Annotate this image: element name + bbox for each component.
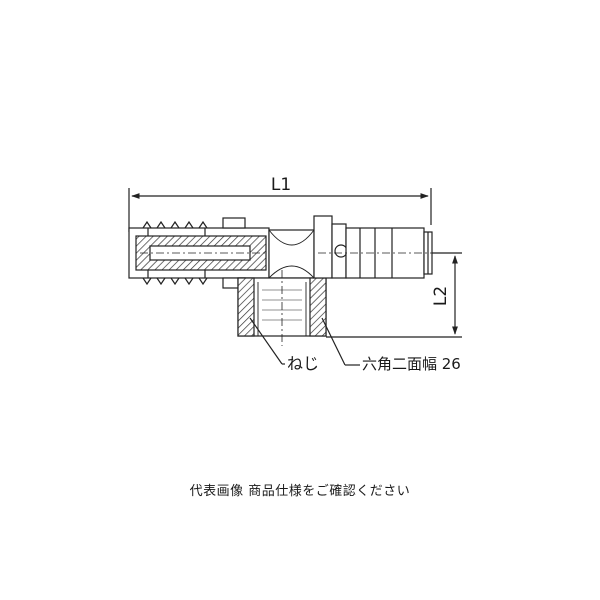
l1-dimension — [128, 188, 432, 232]
dim-l2-label: L2 — [431, 286, 451, 306]
right-socket-connector — [313, 215, 433, 279]
tee-body — [268, 229, 315, 279]
hex-size-label: 六角二面幅 26 — [362, 355, 461, 373]
caption: 代表画像 商品仕様をご確認ください — [189, 484, 411, 499]
left-connector-body — [128, 217, 270, 289]
dim-l1-label: L1 — [271, 175, 291, 195]
branch-female-thread — [237, 270, 327, 346]
callout-leaders — [249, 317, 360, 366]
thread-label: ねじ — [287, 354, 319, 373]
